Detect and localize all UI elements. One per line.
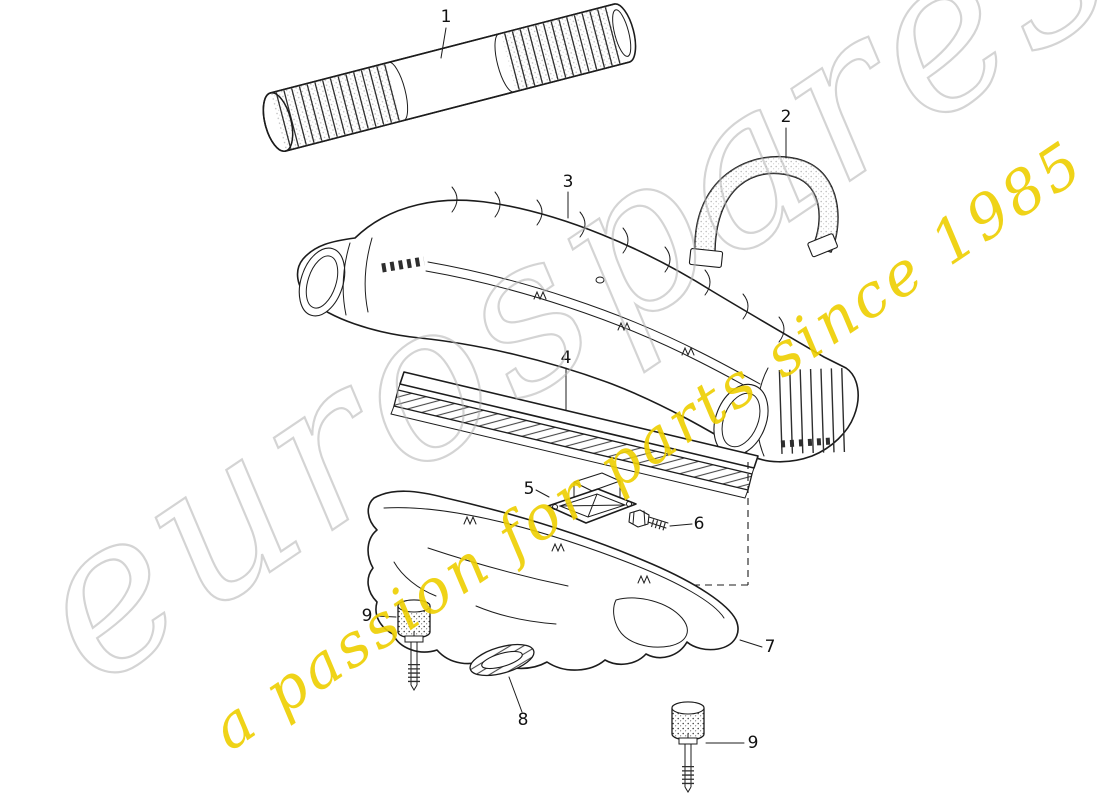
leader-line-7	[739, 639, 763, 648]
part-8-gasket-drawing	[469, 643, 535, 677]
leader-line-9-front	[375, 615, 397, 618]
callout-label-5: 5	[524, 479, 535, 499]
part-7-air-cleaner-lower-housing-drawing	[367, 490, 739, 671]
callout-label-2: 2	[781, 107, 792, 127]
part-3-air-cleaner-upper-housing-drawing	[296, 186, 859, 463]
callout-label-6: 6	[694, 514, 705, 534]
callout-label-7: 7	[765, 637, 776, 657]
leader-line-1	[440, 27, 447, 59]
callout-label-9-front: 9	[362, 606, 373, 626]
part-2-strap-drawing	[688, 155, 839, 268]
leader-line-6	[669, 523, 693, 527]
part-9-rubber-mount-rear-drawing	[672, 702, 704, 792]
leader-line-5	[535, 489, 550, 498]
callout-label-9-rear: 9	[748, 733, 759, 753]
part-1-corrugated-hose-drawing	[262, 3, 637, 153]
part-5-mounting-flange-drawing	[547, 472, 637, 524]
callout-label-8: 8	[518, 710, 529, 730]
part-6-bolt-drawing	[628, 509, 669, 531]
callout-label-4: 4	[561, 348, 572, 368]
leader-line-8	[508, 676, 523, 713]
callout-label-1: 1	[441, 7, 452, 27]
callout-label-3: 3	[563, 172, 574, 192]
